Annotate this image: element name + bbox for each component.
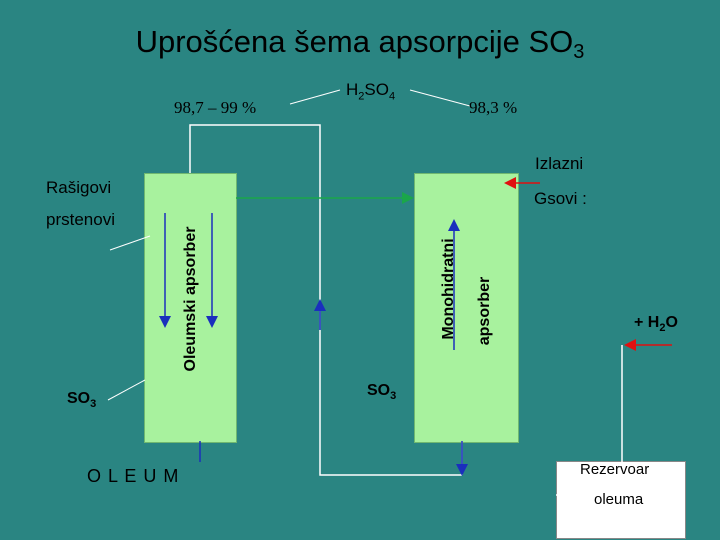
label-conc-left: 98,7 – 99 %: [174, 98, 257, 117]
label-gsovi: Gsovi :: [534, 189, 587, 208]
label-conc-right: 98,3 %: [469, 98, 518, 117]
label-oleum: O L E U M: [87, 466, 180, 486]
right-circulation-line: [556, 345, 623, 496]
label-izlazni: Izlazni: [535, 154, 584, 173]
leader-left-conc: [289, 89, 341, 105]
label-rasigovi: Rašigovi: [46, 178, 112, 197]
label-rezervoar: Rezervoar: [580, 461, 650, 478]
leader-right-conc: [409, 89, 471, 107]
label-oleuma: oleuma: [594, 491, 644, 508]
page-title: Uprošćena šema apsorpcije SO3: [135, 24, 585, 63]
label-apsorber: apsorber: [476, 276, 493, 346]
label-plus-water: + H2O: [634, 314, 678, 335]
label-so3-mid: SO3: [367, 382, 397, 403]
oleum-absorber-column: [144, 173, 237, 443]
label-so3-left: SO3: [67, 390, 97, 411]
leader-so3-left: [107, 379, 146, 401]
oleum-reservoir: [556, 461, 686, 539]
label-h2so4: H2SO4: [346, 80, 396, 103]
top-circulation-line: [189, 124, 462, 476]
leader-rasigovi: [109, 235, 151, 251]
label-oleum-absorber: Oleumski apsorber: [182, 226, 199, 372]
monohydrate-absorber-column: [414, 173, 519, 443]
label-monohydrate: Monohidratni: [440, 238, 457, 340]
label-prstenovi: prstenovi: [46, 210, 115, 229]
